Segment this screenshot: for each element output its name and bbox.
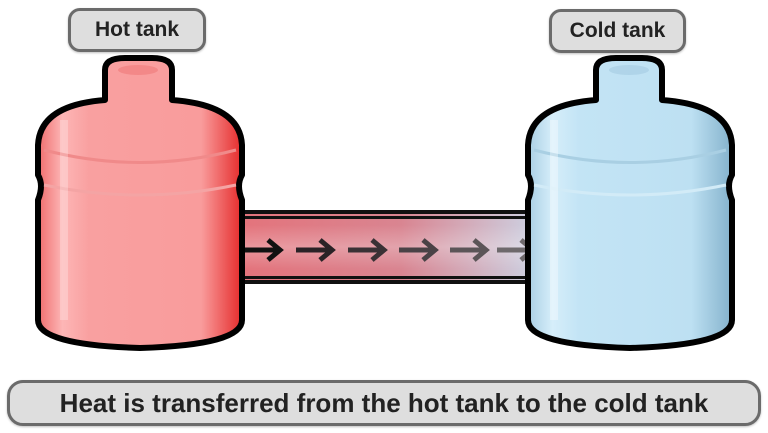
hot-tank	[35, 55, 245, 351]
arrow-icon	[296, 238, 336, 262]
heat-flow-arrows	[244, 238, 537, 262]
arrow-icon	[348, 238, 388, 262]
cold-tank	[525, 55, 735, 351]
hot-tank-label: Hot tank	[68, 8, 206, 52]
arrow-icon	[399, 238, 439, 262]
caption-box: Heat is transferred from the hot tank to…	[7, 380, 761, 426]
cold-tank-label: Cold tank	[549, 9, 686, 53]
arrow-icon	[450, 238, 490, 262]
arrow-icon	[244, 238, 284, 262]
